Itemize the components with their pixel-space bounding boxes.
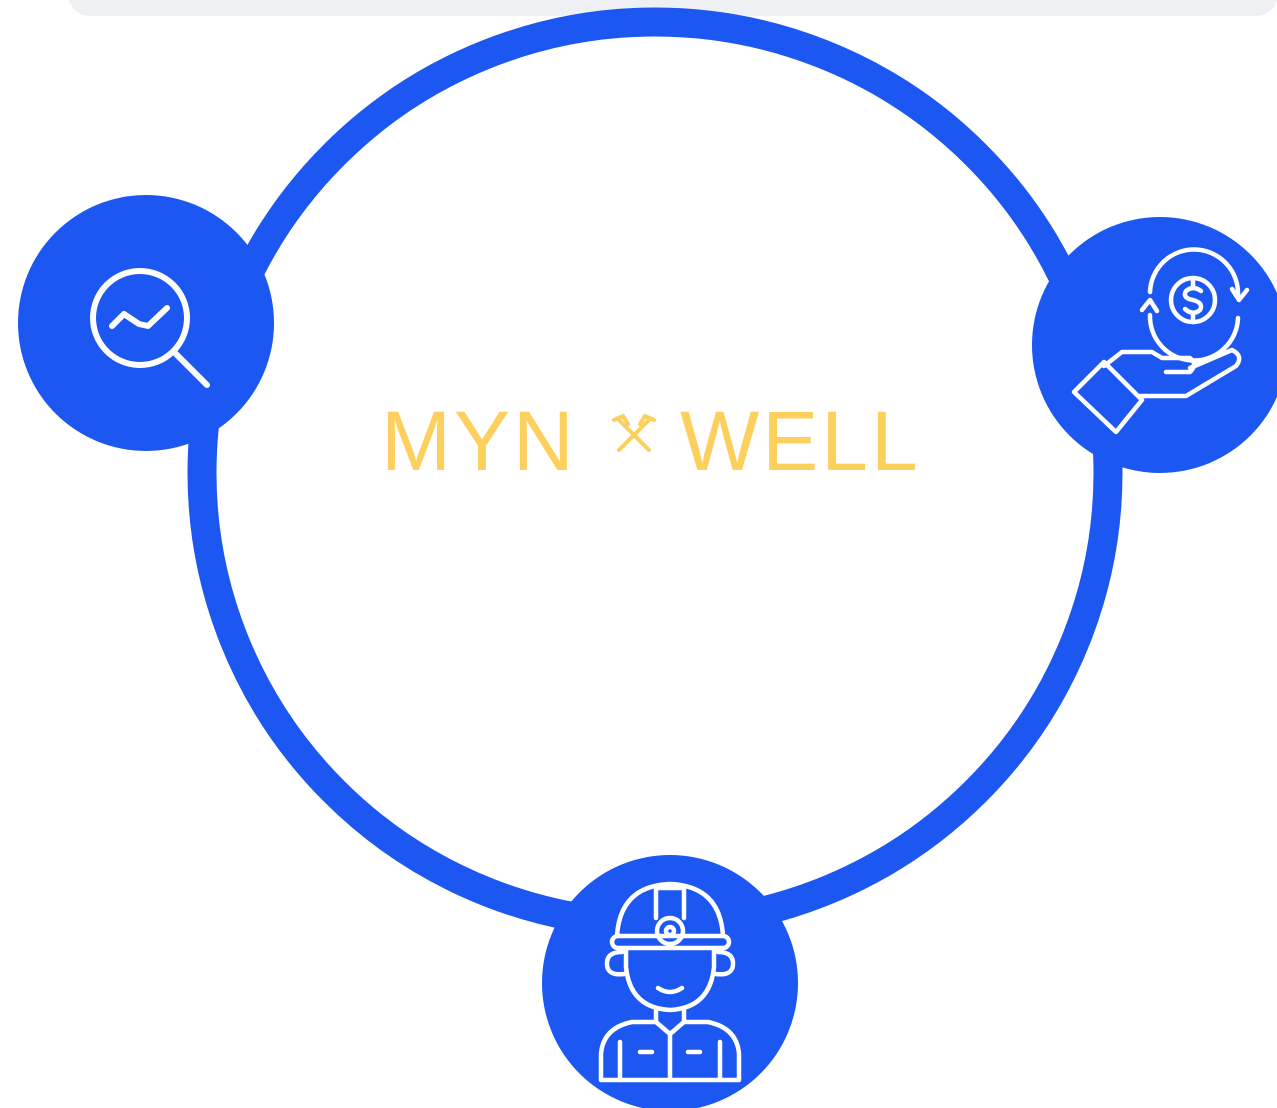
node-analysis <box>18 195 274 451</box>
logo: MYN WELL <box>381 394 921 488</box>
node-finance <box>1032 217 1277 473</box>
magnifier-trend-icon <box>90 268 210 388</box>
main-ring <box>187 7 1123 939</box>
logo-left-text: MYN <box>381 394 577 488</box>
crossed-pickaxes-icon <box>612 413 656 452</box>
node-miner <box>542 855 798 1108</box>
logo-right-text: WELL <box>680 394 921 488</box>
hand-dollar-exchange-icon <box>1071 247 1250 435</box>
miner-worker-icon <box>598 881 742 1083</box>
